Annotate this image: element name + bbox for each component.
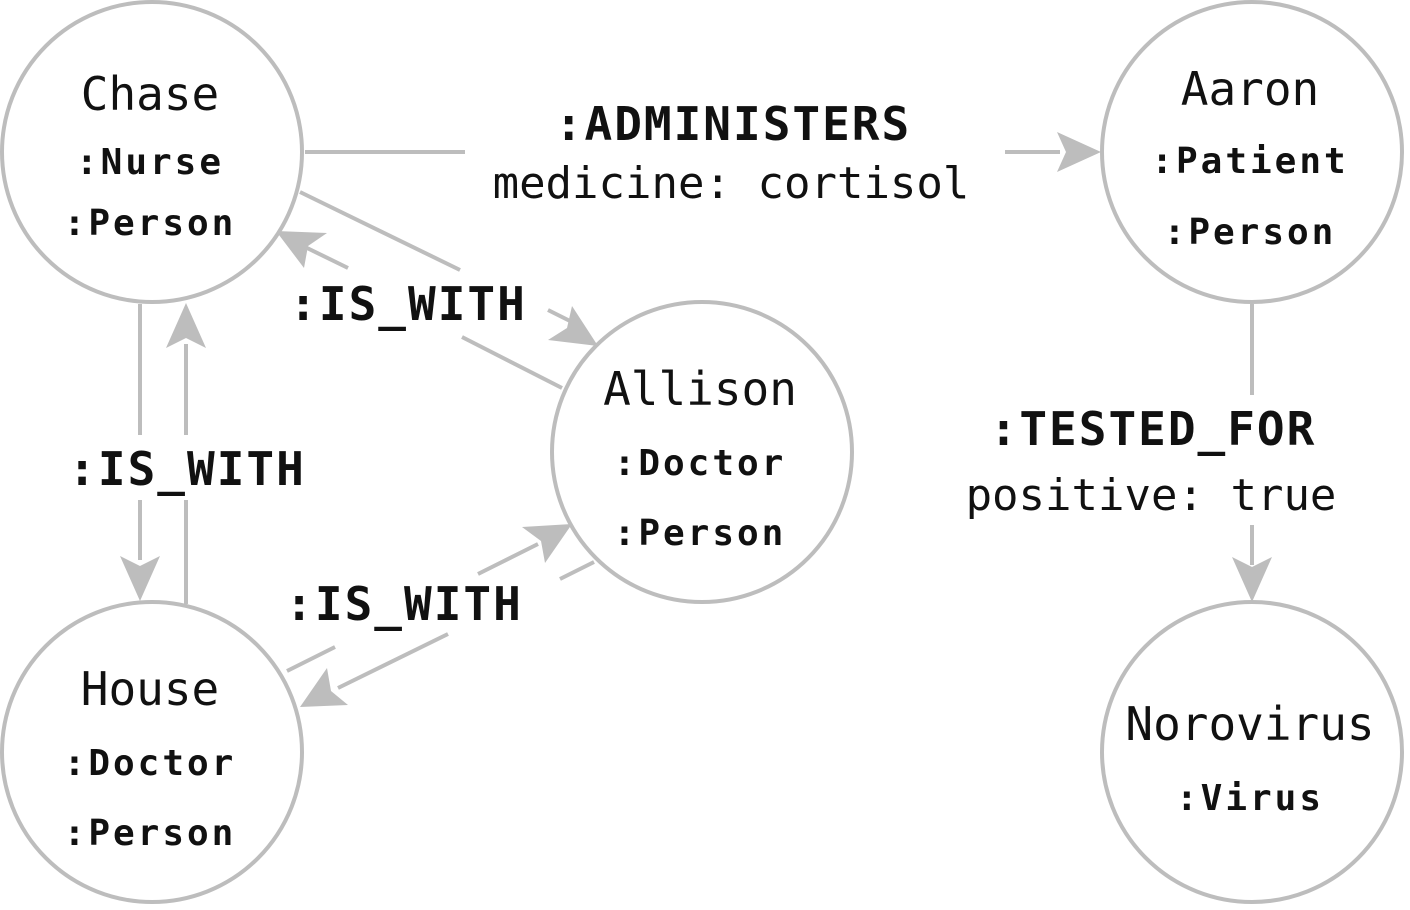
edge-allison-chase-line-b bbox=[302, 244, 349, 270]
node-aaron-circle bbox=[1100, 0, 1404, 304]
node-aaron-label-person: :Person bbox=[1164, 212, 1337, 253]
node-house-name: House bbox=[81, 662, 219, 716]
node-allison[interactable]: Allison :Doctor :Person bbox=[550, 300, 854, 604]
node-norovirus[interactable]: Norovirus :Virus bbox=[1100, 600, 1404, 904]
edge-chase-allison bbox=[299, 190, 598, 346]
edge-chase-house-arrowhead bbox=[120, 556, 160, 601]
node-chase-circle bbox=[0, 0, 304, 304]
edge-house-allison-line-b bbox=[477, 542, 539, 576]
node-chase-name: Chase bbox=[81, 67, 219, 121]
edge-administers-type: :ADMINISTERS bbox=[555, 97, 911, 151]
edge-chase-allison-type: :IS_WITH bbox=[289, 277, 527, 331]
edge-house-chase-arrowhead bbox=[166, 303, 206, 348]
node-chase-label-person: :Person bbox=[64, 203, 237, 244]
edge-allison-chase bbox=[276, 231, 563, 390]
node-chase[interactable]: Chase :Nurse :Person bbox=[0, 0, 304, 304]
edge-administers bbox=[305, 132, 1101, 172]
edge-chase-allison-line-b bbox=[547, 308, 571, 323]
edge-tested-for bbox=[1232, 304, 1272, 602]
node-aaron-name: Aaron bbox=[1181, 62, 1319, 116]
edge-allison-chase-arrowhead bbox=[276, 231, 327, 268]
edge-house-allison-type: :IS_WITH bbox=[285, 577, 523, 631]
node-aaron-label-patient: :Patient bbox=[1151, 141, 1348, 182]
edge-tested-for-type: :TESTED_FOR bbox=[990, 402, 1317, 456]
node-allison-label-person: :Person bbox=[614, 513, 787, 554]
edge-chase-house-type: :IS_WITH bbox=[68, 442, 306, 496]
edge-allison-house-arrowhead bbox=[300, 668, 348, 707]
edge-allison-house bbox=[300, 560, 595, 707]
node-norovirus-label-virus: :Virus bbox=[1176, 778, 1324, 819]
node-house-circle bbox=[0, 600, 304, 904]
edge-house-allison-line-a bbox=[286, 645, 336, 673]
edge-house-allison bbox=[286, 524, 572, 673]
edge-house-chase bbox=[166, 303, 206, 604]
node-chase-label-nurse: :Nurse bbox=[76, 142, 224, 183]
edge-allison-house-line-b bbox=[337, 632, 449, 690]
edge-tested-for-property: positive: true bbox=[966, 470, 1337, 521]
edge-allison-house-line-a bbox=[559, 560, 595, 581]
edge-chase-house bbox=[120, 304, 160, 601]
edge-house-allison-arrowhead bbox=[522, 524, 572, 563]
edge-administers-property: medicine: cortisol bbox=[493, 158, 970, 209]
node-aaron[interactable]: Aaron :Patient :Person bbox=[1100, 0, 1404, 304]
edge-chase-allison-line-a bbox=[299, 190, 461, 272]
edge-tested-for-arrowhead bbox=[1232, 557, 1272, 602]
edge-chase-allison-arrowhead bbox=[548, 306, 598, 346]
edge-allison-chase-line-a bbox=[461, 335, 563, 390]
node-allison-label-doctor: :Doctor bbox=[614, 443, 787, 484]
node-norovirus-circle bbox=[1100, 600, 1404, 904]
edge-administers-arrowhead bbox=[1057, 132, 1101, 172]
node-house-label-person: :Person bbox=[64, 813, 237, 854]
node-house[interactable]: House :Doctor :Person bbox=[0, 600, 304, 904]
node-norovirus-name: Norovirus bbox=[1125, 697, 1374, 751]
node-allison-circle bbox=[550, 300, 854, 604]
node-allison-name: Allison bbox=[603, 362, 797, 416]
node-house-label-doctor: :Doctor bbox=[64, 743, 237, 784]
